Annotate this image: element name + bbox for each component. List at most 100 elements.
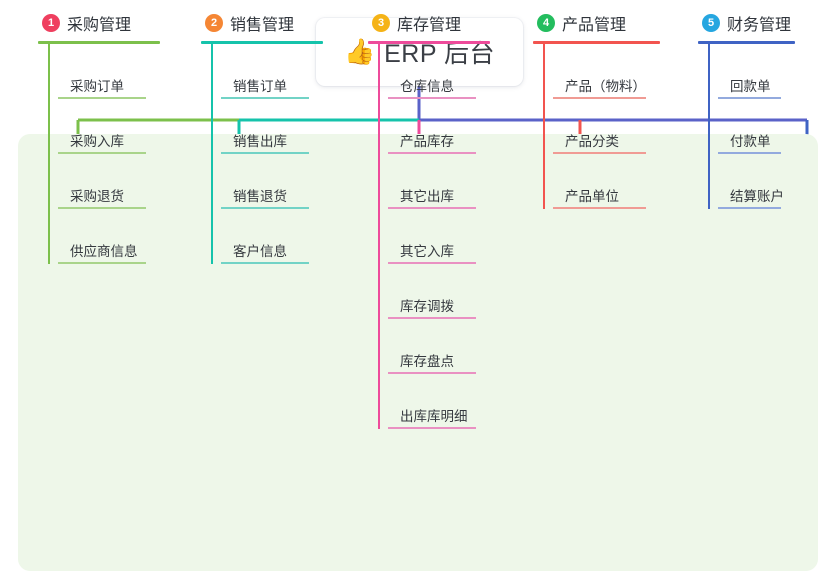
branch-item-underline bbox=[388, 97, 476, 99]
branch-item[interactable]: 采购退货 bbox=[48, 154, 188, 209]
branch-column-1: 1 采购管理采购订单采购入库采购退货供应商信息 bbox=[38, 10, 188, 264]
branch-spine-1 bbox=[48, 44, 50, 264]
branch-item-underline bbox=[553, 207, 646, 209]
branch-spine-3 bbox=[378, 44, 380, 429]
branch-items-4: 产品（物料） 产品分类产品单位 bbox=[533, 44, 688, 209]
branch-header-4[interactable]: 4 产品管理 bbox=[533, 10, 688, 36]
branch-column-3: 3 库存管理仓库信息产品库存其它出库其它入库库存调拨库存盘点出库库明细 bbox=[368, 10, 518, 429]
branch-header-2[interactable]: 2 销售管理 bbox=[201, 10, 351, 36]
branch-item-label: 供应商信息 bbox=[70, 244, 138, 259]
branch-item[interactable]: 产品单位 bbox=[543, 154, 688, 209]
branch-item[interactable]: 供应商信息 bbox=[48, 209, 188, 264]
branch-item-label: 库存调拨 bbox=[400, 299, 454, 314]
branch-item[interactable]: 其它出库 bbox=[378, 154, 518, 209]
branch-items-1: 采购订单采购入库采购退货供应商信息 bbox=[38, 44, 188, 264]
branch-badge-4: 4 bbox=[537, 14, 555, 32]
branch-item[interactable]: 销售退货 bbox=[211, 154, 351, 209]
branches-panel bbox=[18, 134, 818, 571]
branch-item-label: 销售订单 bbox=[233, 79, 287, 94]
branch-item-label: 其它出库 bbox=[400, 189, 454, 204]
branch-item[interactable]: 客户信息 bbox=[211, 209, 351, 264]
branch-item[interactable]: 出库库明细 bbox=[378, 374, 518, 429]
branch-badge-3: 3 bbox=[372, 14, 390, 32]
branch-item[interactable]: 仓库信息 bbox=[378, 44, 518, 99]
branch-title-2: 销售管理 bbox=[230, 17, 295, 34]
branch-title-5: 财务管理 bbox=[727, 17, 792, 34]
branch-underline-3 bbox=[368, 41, 490, 44]
branch-item-underline bbox=[718, 207, 781, 209]
branch-item[interactable]: 销售订单 bbox=[211, 44, 351, 99]
branch-item[interactable]: 付款单 bbox=[708, 99, 823, 154]
branch-items-3: 仓库信息产品库存其它出库其它入库库存调拨库存盘点出库库明细 bbox=[368, 44, 518, 429]
branch-item-label: 回款单 bbox=[730, 79, 771, 94]
branch-header-5[interactable]: 5 财务管理 bbox=[698, 10, 823, 36]
branch-underline-5 bbox=[698, 41, 795, 44]
branch-item-underline bbox=[553, 152, 646, 154]
branch-item-underline bbox=[718, 152, 781, 154]
branch-item-label: 采购退货 bbox=[70, 189, 124, 204]
branch-item-underline bbox=[221, 207, 309, 209]
branch-item[interactable]: 销售出库 bbox=[211, 99, 351, 154]
branch-item[interactable]: 采购入库 bbox=[48, 99, 188, 154]
branch-item-underline bbox=[221, 97, 309, 99]
branch-items-5: 回款单付款单结算账户 bbox=[698, 44, 823, 209]
branch-item-label: 销售退货 bbox=[233, 189, 287, 204]
branch-header-1[interactable]: 1 采购管理 bbox=[38, 10, 188, 36]
branch-item-label: 产品单位 bbox=[565, 189, 619, 204]
branch-item-underline bbox=[718, 97, 781, 99]
branch-underline-4 bbox=[533, 41, 660, 44]
branch-item-label: 客户信息 bbox=[233, 244, 287, 259]
branch-item-underline bbox=[388, 372, 476, 374]
branch-item[interactable]: 回款单 bbox=[708, 44, 823, 99]
branch-title-4: 产品管理 bbox=[562, 17, 627, 34]
branch-items-2: 销售订单销售出库销售退货客户信息 bbox=[201, 44, 351, 264]
branch-item-underline bbox=[388, 152, 476, 154]
branch-column-5: 5 财务管理回款单付款单结算账户 bbox=[698, 10, 823, 209]
branch-item-label: 产品库存 bbox=[400, 134, 454, 149]
branch-item-underline bbox=[58, 207, 146, 209]
branch-item-underline bbox=[388, 207, 476, 209]
branch-item-label: 结算账户 bbox=[730, 189, 784, 204]
branch-item-label: 采购订单 bbox=[70, 79, 124, 94]
branch-item-underline bbox=[388, 317, 476, 319]
branch-item-label: 产品（物料） bbox=[565, 79, 646, 94]
branch-item-underline bbox=[58, 262, 146, 264]
branch-underline-2 bbox=[201, 41, 323, 44]
branch-spine-4 bbox=[543, 44, 545, 209]
branch-badge-5: 5 bbox=[702, 14, 720, 32]
branch-item-underline bbox=[221, 152, 309, 154]
branch-item[interactable]: 其它入库 bbox=[378, 209, 518, 264]
branch-spine-2 bbox=[211, 44, 213, 264]
branch-title-1: 采购管理 bbox=[67, 17, 132, 34]
branch-column-2: 2 销售管理销售订单销售出库销售退货客户信息 bbox=[201, 10, 351, 264]
root-node-title: ERP 后台 bbox=[384, 40, 496, 68]
branch-item-underline bbox=[388, 427, 476, 429]
branch-item-label: 仓库信息 bbox=[400, 79, 454, 94]
branch-item[interactable]: 库存调拨 bbox=[378, 264, 518, 319]
branch-item[interactable]: 产品库存 bbox=[378, 99, 518, 154]
branch-item-label: 产品分类 bbox=[565, 134, 619, 149]
branch-item-underline bbox=[553, 97, 646, 99]
branch-item[interactable]: 产品（物料） bbox=[543, 44, 688, 99]
branch-badge-1: 1 bbox=[42, 14, 60, 32]
branch-item-label: 其它入库 bbox=[400, 244, 454, 259]
branch-title-3: 库存管理 bbox=[397, 17, 462, 34]
branch-header-3[interactable]: 3 库存管理 bbox=[368, 10, 518, 36]
branch-item[interactable]: 产品分类 bbox=[543, 99, 688, 154]
branch-item[interactable]: 结算账户 bbox=[708, 154, 823, 209]
branch-item[interactable]: 库存盘点 bbox=[378, 319, 518, 374]
branch-item-underline bbox=[221, 262, 309, 264]
branch-item-label: 采购入库 bbox=[70, 134, 124, 149]
branch-item[interactable]: 采购订单 bbox=[48, 44, 188, 99]
branch-column-4: 4 产品管理产品（物料） 产品分类产品单位 bbox=[533, 10, 688, 209]
branch-item-label: 销售出库 bbox=[233, 134, 287, 149]
branch-spine-5 bbox=[708, 44, 710, 209]
branch-item-label: 库存盘点 bbox=[400, 354, 454, 369]
branch-underline-1 bbox=[38, 41, 160, 44]
branch-badge-2: 2 bbox=[205, 14, 223, 32]
branch-item-label: 出库库明细 bbox=[400, 409, 468, 424]
branch-item-underline bbox=[58, 97, 146, 99]
branch-item-underline bbox=[388, 262, 476, 264]
branch-item-underline bbox=[58, 152, 146, 154]
